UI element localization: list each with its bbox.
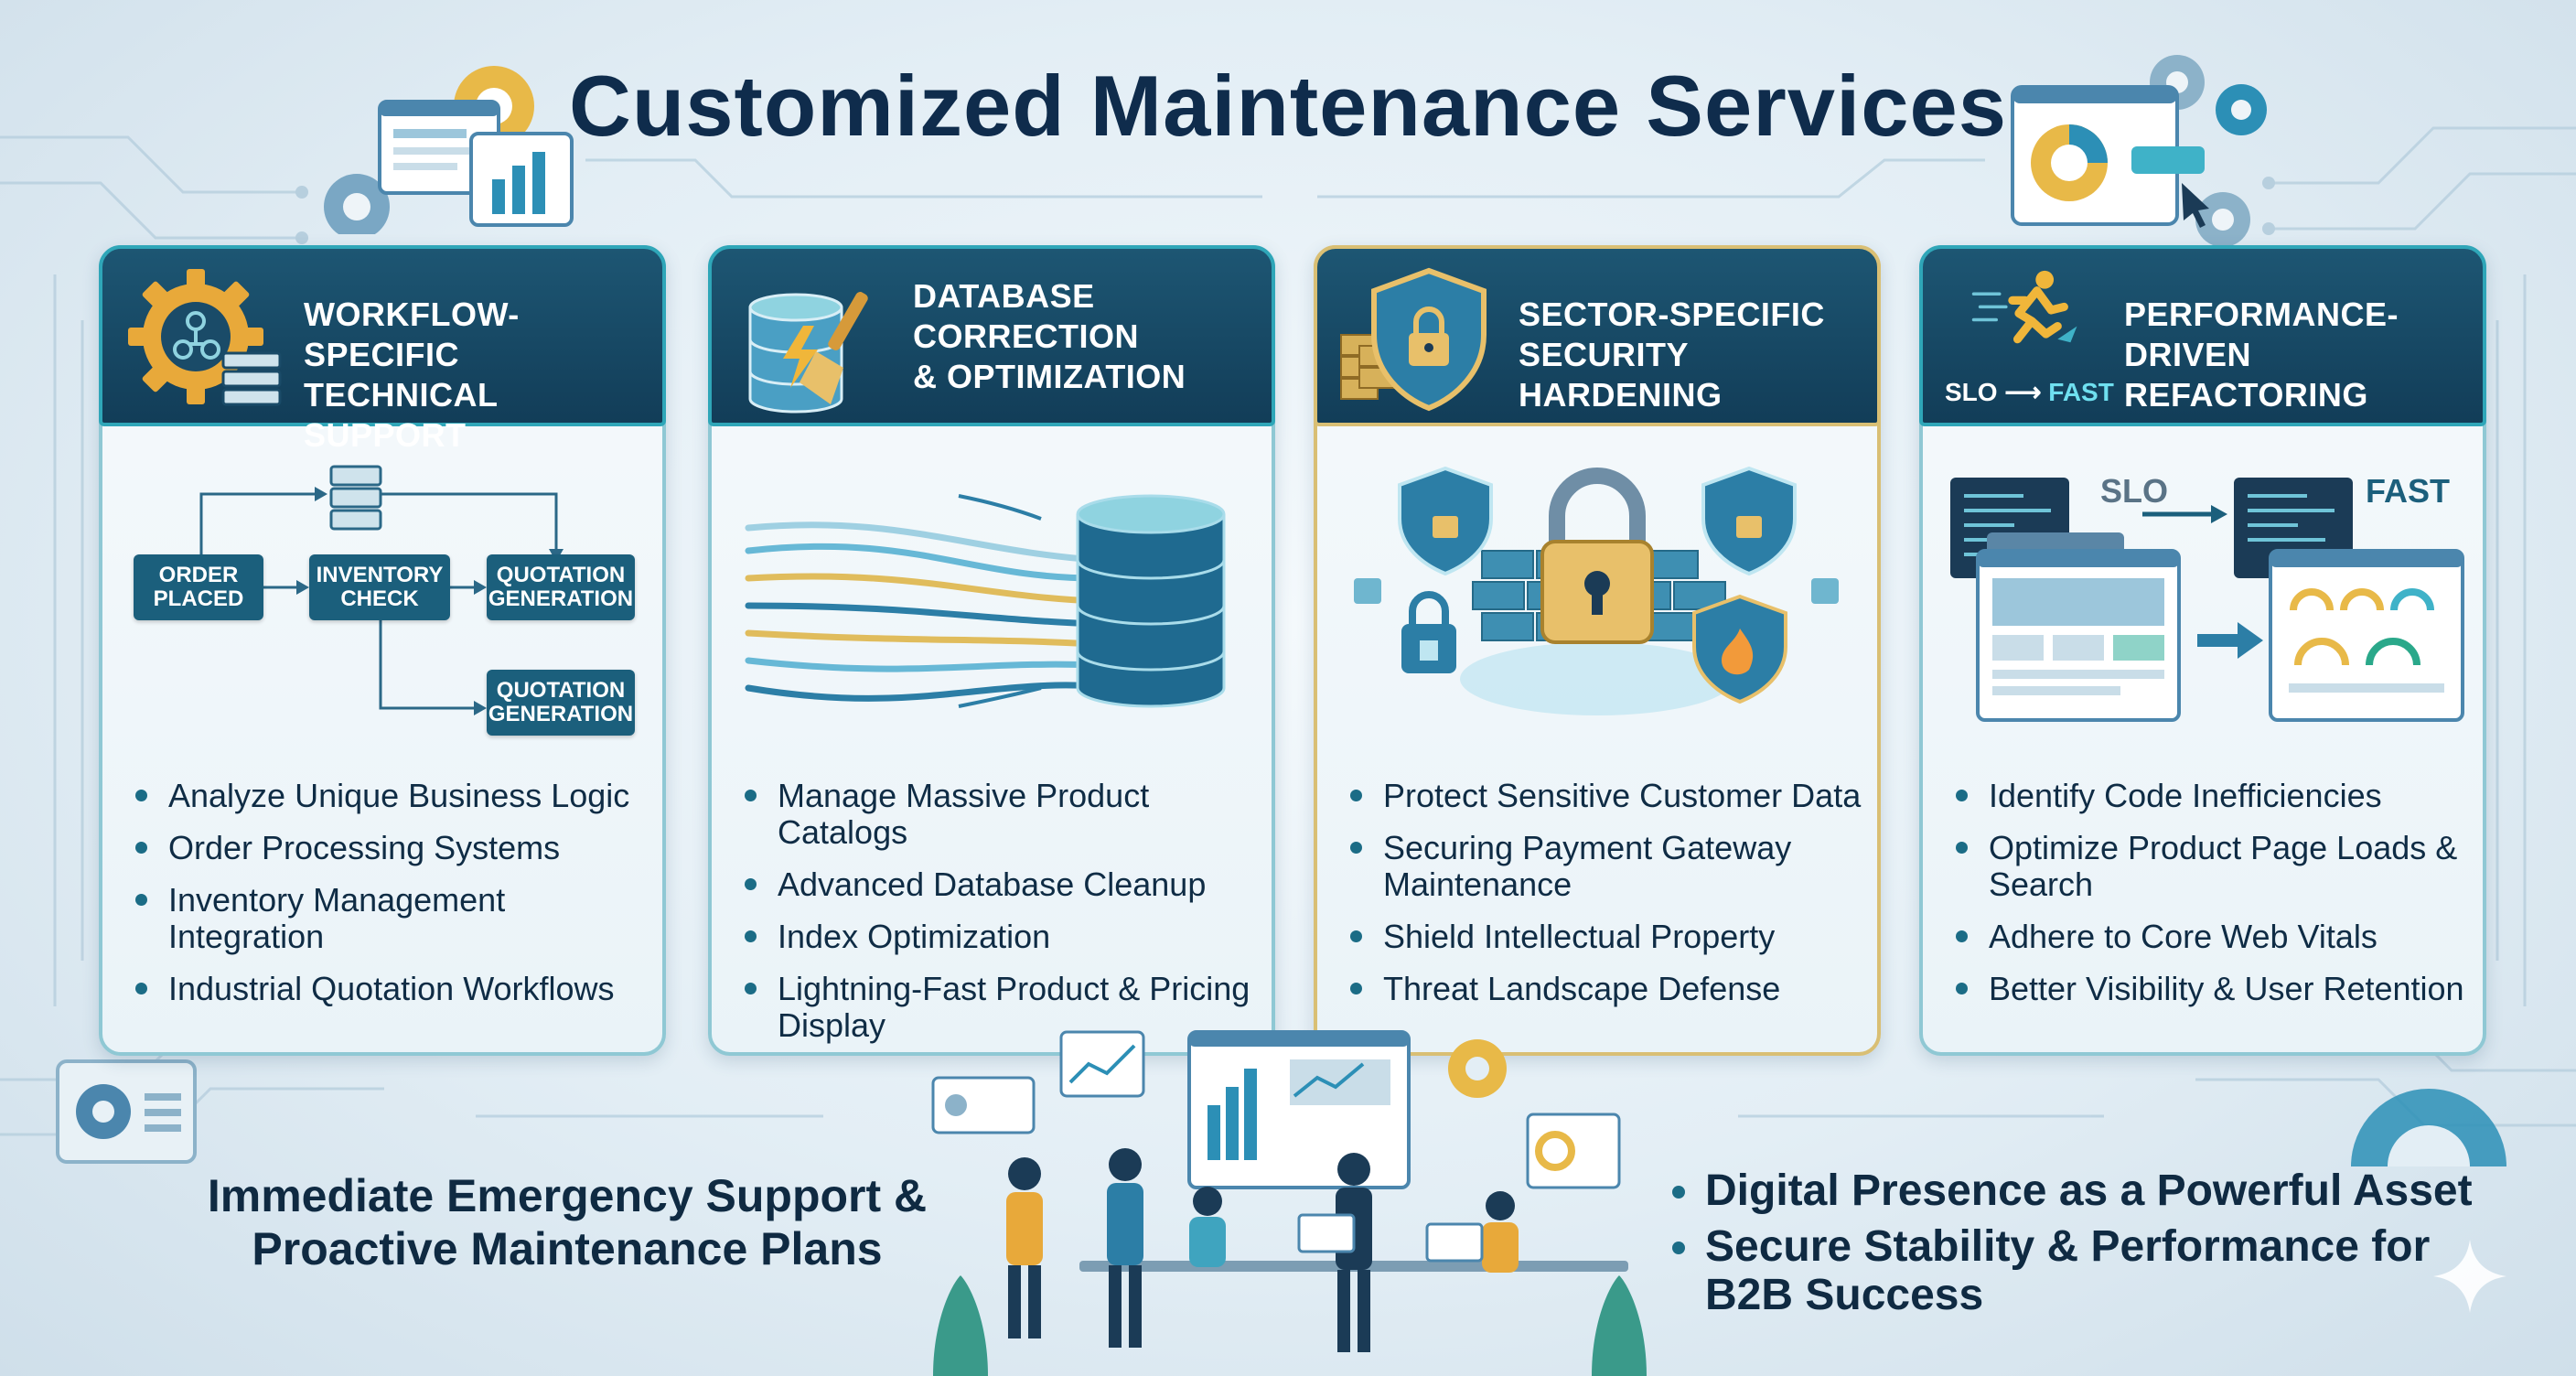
page-title: Customized Maintenance Services [568,58,2008,154]
flow-node-quotation-generation-2: QUOTATION GENERATION [487,670,635,736]
list-item: Lightning-Fast Product & Pricing Display [739,971,1261,1044]
tagline-line: Immediate Emergency Support & [207,1170,928,1221]
gauge-icon [2351,1089,2506,1166]
team-collaboration-illustration [931,1030,1647,1376]
flow-node-label: GENERATION [488,702,634,726]
slo-fast-badge: SLO ⟶ FAST [1945,377,2114,407]
card-security-hardening: SECTOR-SPECIFIC SECURITY HARDENING Prote… [1314,245,1881,1056]
bullet-list: Analyze Unique Business Logic Order Proc… [130,778,651,1023]
workflow-connectors [199,465,564,715]
dashboard-window-icon [324,66,574,234]
list-item: Adhere to Core Web Vitals [1950,919,2472,955]
badge-fast: FAST [2048,378,2114,406]
list-item: Threat Landscape Defense [1345,971,1866,1007]
analytics-window-icon [2011,55,2267,247]
flow-node-label: QUOTATION [496,563,626,587]
sparkle-icon [2433,1240,2506,1313]
card-title-line: REFACTORING [2124,376,2368,414]
list-item: Secure Stability & Performance for B2B S… [1669,1222,2492,1319]
card-workflow-support: WORKFLOW-SPECIFIC TECHNICAL SUPPORT ORDE… [99,245,666,1056]
card-title-line: & OPTIMIZATION [913,358,1186,395]
flow-node-label: INVENTORY [316,563,444,587]
list-item: Order Processing Systems [130,830,651,866]
card-header: PERFORMANCE-DRIVEN REFACTORING SLO ⟶ FAS… [1919,245,2486,426]
card-header: WORKFLOW-SPECIFIC TECHNICAL SUPPORT [99,245,666,454]
list-item: Optimize Product Page Loads & Search [1950,830,2472,903]
flow-node-label: ORDER [158,563,239,587]
list-item: Protect Sensitive Customer Data [1345,778,1866,814]
card-performance-refactoring: PERFORMANCE-DRIVEN REFACTORING SLO ⟶ FAS… [1919,245,2486,1056]
bullet-list: Manage Massive Product Catalogs Advanced… [739,778,1261,1059]
flow-node-quotation-generation: QUOTATION GENERATION [487,554,635,620]
list-item: Identify Code Inefficiencies [1950,778,2472,814]
flow-node-label: QUOTATION [496,678,626,703]
list-item: Digital Presence as a Powerful Asset [1669,1166,2492,1215]
shield-lock-icon [1340,267,1487,412]
flow-node-label: GENERATION [488,586,634,611]
card-title-line: PERFORMANCE-DRIVEN [2124,296,2399,373]
list-item: Securing Payment Gateway Maintenance [1345,830,1866,903]
list-item: Shield Intellectual Property [1345,919,1866,955]
arrow-right-icon: ⟶ [2004,378,2042,406]
card-title: SECTOR-SPECIFIC SECURITY HARDENING [1519,295,1875,415]
list-item: Index Optimization [739,919,1261,955]
card-title-line: SECURITY HARDENING [1519,336,1723,414]
refactoring-illustration: SLO FAST [1923,441,2483,761]
card-title-line: CORRECTION [913,317,1139,355]
slo-label: SLO [2100,472,2169,510]
server-icon [329,465,382,531]
card-title-line: DATABASE [913,277,1095,315]
flow-node-inventory-check: INVENTORY CHECK [309,554,450,620]
data-streams-illustration [745,494,1226,708]
value-proposition-list: Digital Presence as a Powerful Asset Sec… [1669,1166,2492,1327]
code-to-dashboard-graphic [1950,478,2464,722]
card-header: DATABASE CORRECTION & OPTIMIZATION [708,245,1275,426]
list-item: Manage Massive Product Catalogs [739,778,1261,851]
emergency-support-tagline: Immediate Emergency Support & Proactive … [192,1169,942,1275]
card-title-line: WORKFLOW-SPECIFIC [304,296,520,373]
list-item: Advanced Database Cleanup [739,866,1261,903]
database-brush-icon [748,292,868,414]
gear-workflow-icon [128,269,282,406]
bullet-list: Identify Code Inefficiencies Optimize Pr… [1950,778,2472,1023]
badge-slo: SLO [1945,378,1998,406]
bullet-list: Protect Sensitive Customer Data Securing… [1345,778,1866,1023]
tagline-line: Proactive Maintenance Plans [252,1223,883,1274]
card-title: DATABASE CORRECTION & OPTIMIZATION [913,276,1270,397]
flow-node-order-placed: ORDER PLACED [134,554,263,620]
list-item: Better Visibility & User Retention [1950,971,2472,1007]
fast-label: FAST [2366,472,2451,510]
flow-node-label: PLACED [153,586,244,611]
runner-icon [1971,270,2077,344]
workflow-diagram: ORDER PLACED INVENTORY CHECK QUOTATION G… [102,441,662,761]
card-header: SECTOR-SPECIFIC SECURITY HARDENING [1314,245,1881,426]
list-item: Analyze Unique Business Logic [130,778,651,814]
card-title-line: SECTOR-SPECIFIC [1519,296,1825,333]
list-item: Industrial Quotation Workflows [130,971,651,1007]
settings-panel-icon [56,1059,197,1164]
flow-node-label: CHECK [340,586,419,611]
card-database-optimization: DATABASE CORRECTION & OPTIMIZATION Manag… [708,245,1275,1056]
card-title: WORKFLOW-SPECIFIC TECHNICAL SUPPORT [304,295,660,456]
card-title: PERFORMANCE-DRIVEN REFACTORING [2124,295,2481,415]
list-item: Inventory Management Integration [130,882,651,955]
card-title-line: TECHNICAL SUPPORT [304,376,498,454]
security-wall-illustration [1354,466,1839,715]
